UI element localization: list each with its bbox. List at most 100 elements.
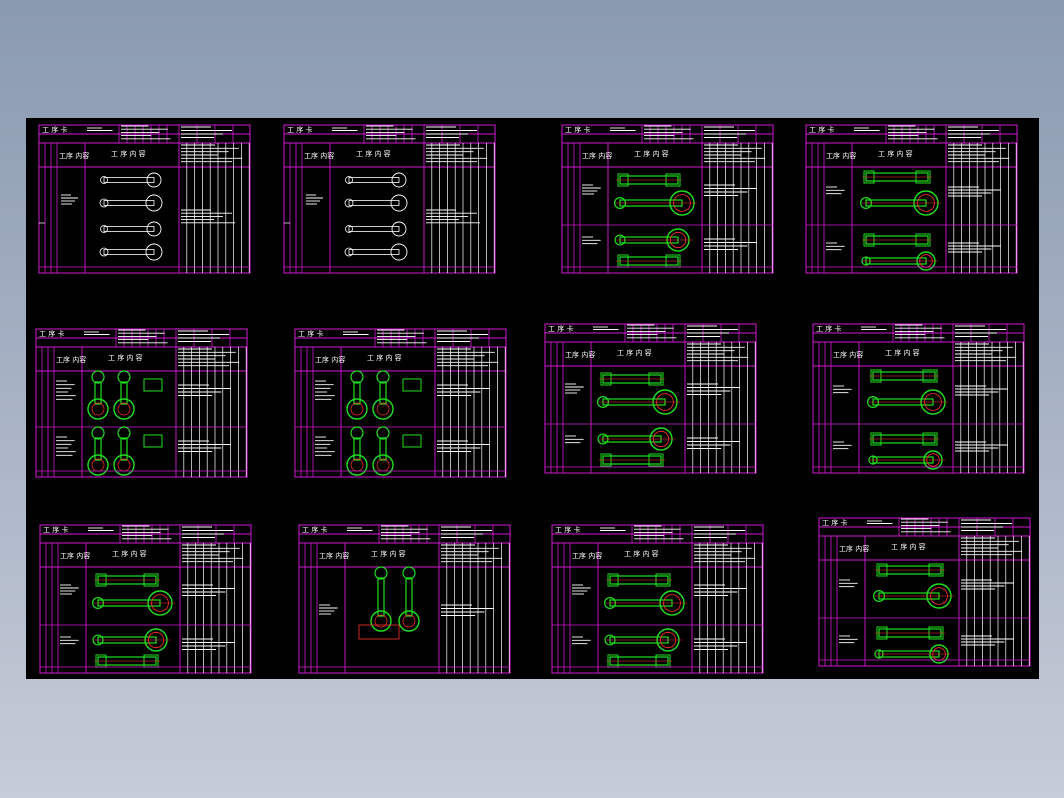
sheet-border — [283, 124, 496, 274]
sheet-header-text: 工 序 卡 — [287, 125, 312, 134]
column-header-process-no: 工序 内容 — [565, 350, 595, 359]
connecting-rod-vertical-view — [372, 370, 394, 420]
process-card-sheet-8: 工 序 卡工序 内容工 序 内 容 — [812, 323, 1025, 474]
process-card-sheet-6: 工 序 卡工序 内容 工 序 内 容 — [294, 328, 507, 478]
connecting-rod-side-view — [94, 654, 160, 668]
connecting-rod-side-view — [606, 573, 672, 587]
connecting-rod-vertical-view — [87, 426, 109, 476]
sheet-border — [551, 524, 764, 674]
connecting-rod-vertical-view — [398, 566, 420, 632]
process-card-sheet-3: 工 序 卡工序 内容 工 序 内 容 — [561, 124, 774, 274]
sheet-header-text: 工 序 卡 — [555, 525, 580, 534]
sheet-header-text: 工 序 卡 — [809, 125, 834, 134]
process-card-sheet-4: 工 序 卡工序 内容 工 序 内 容 — [805, 124, 1018, 274]
connecting-rod-drawing — [872, 583, 954, 609]
column-header-process-content: 工 序 内 容 — [624, 549, 659, 558]
connecting-rod-side-view — [869, 432, 939, 446]
rod-outline-white — [344, 194, 408, 212]
column-header-process-content: 工 序 内 容 — [356, 149, 391, 158]
connecting-rod-drawing — [603, 590, 687, 616]
connecting-rod-drawing — [92, 628, 170, 652]
column-header-process-content: 工 序 内 容 — [367, 353, 402, 362]
sheet-header-text: 工 序 卡 — [816, 324, 841, 333]
connecting-rod-drawing — [859, 190, 941, 216]
connecting-rod-side-view — [599, 372, 665, 386]
column-header-process-content: 工 序 内 容 — [634, 149, 669, 158]
connecting-rod-drawing — [866, 389, 948, 415]
sheet-header-text: 工 序 卡 — [298, 329, 323, 338]
connecting-rod-vertical-view — [346, 426, 368, 476]
connecting-rod-side-view — [616, 173, 682, 187]
column-header-process-content: 工 序 内 容 — [891, 542, 926, 551]
sheet-border — [812, 323, 1025, 474]
connecting-rod-drawing — [614, 228, 692, 252]
column-header-process-no: 工序 内容 — [60, 551, 90, 560]
sheet-header-text: 工 序 卡 — [302, 525, 327, 534]
rod-outline-white — [344, 243, 408, 261]
process-card-sheet-2: 工 序 卡工序 内容 工 序 内 容 — [283, 124, 496, 274]
column-header-process-content: 工 序 内 容 — [108, 353, 143, 362]
connecting-rod-vertical-view — [346, 370, 368, 420]
column-header-process-no: 工序 内容 — [56, 355, 86, 364]
rod-outline-white — [99, 194, 163, 212]
connecting-rod-vertical-view — [113, 370, 135, 420]
connecting-rod-drawing — [874, 644, 951, 664]
rod-outline-white — [100, 221, 162, 237]
connecting-rod-vertical-view — [87, 370, 109, 420]
connecting-rod-side-view — [862, 170, 932, 184]
connecting-rod-side-view — [94, 573, 160, 587]
column-header-process-content: 工 序 内 容 — [878, 149, 913, 158]
sheet-border — [35, 328, 248, 478]
cad-drawing-viewport[interactable]: 工 序 卡工序 内容工 序 内 容 工 序 卡工序 内容工 序 内 容 工 序 … — [26, 118, 1039, 679]
rod-outline-white — [345, 172, 407, 188]
sheet-header-text: 工 序 卡 — [39, 329, 64, 338]
connecting-rod-side-view — [606, 654, 672, 668]
sheet-header-text: 工 序 卡 — [43, 525, 68, 534]
process-card-sheet-12: 工 序 卡工序 内容 工 序 内 容 — [818, 517, 1031, 667]
column-header-process-no: 工序 内容 — [315, 355, 345, 364]
process-card-sheet-1: 工 序 卡工序 内容工 序 内 容 — [38, 124, 251, 274]
column-header-process-no: 工序 内容 — [839, 544, 869, 553]
sheet-header-text: 工 序 卡 — [565, 125, 590, 134]
sheet-border — [294, 328, 507, 478]
connecting-rod-side-view — [862, 233, 932, 247]
sheet-border — [544, 323, 757, 474]
column-header-process-no: 工序 内容 — [319, 551, 349, 560]
column-header-process-content: 工 序 内 容 — [112, 549, 147, 558]
connecting-rod-side-view — [875, 626, 945, 640]
sheet-border — [38, 124, 251, 274]
connecting-rod-drawing — [861, 251, 938, 271]
rod-outline-white — [99, 243, 163, 261]
column-header-process-no: 工序 内容 — [826, 151, 856, 160]
connecting-rod-vertical-view — [370, 566, 392, 632]
sheet-border — [561, 124, 774, 274]
process-card-sheet-10: 工 序 卡工序 内容 工 序 内 容 — [298, 524, 511, 674]
sheet-header-text: 工 序 卡 — [548, 324, 573, 333]
process-card-sheet-7: 工 序 卡工序 内容 工 序 内 容 — [544, 323, 757, 474]
rod-outline-white — [100, 172, 162, 188]
connecting-rod-side-view — [616, 254, 682, 268]
process-card-sheet-9: 工 序 卡工序 内容 工 序 内 容 — [39, 524, 252, 674]
connecting-rod-drawing — [868, 450, 945, 470]
column-header-process-no: 工序 内容 — [582, 151, 612, 160]
connecting-rod-vertical-view — [113, 426, 135, 476]
column-header-process-no: 工序 内容 — [304, 151, 334, 160]
connecting-rod-side-view — [869, 369, 939, 383]
column-header-process-content: 工 序 内 容 — [111, 149, 146, 158]
process-card-sheet-5: 工 序 卡工序 内容 工 序 内 容 — [35, 328, 248, 478]
column-header-process-no: 工序 内容 — [572, 551, 602, 560]
column-header-process-no: 工序 内容 — [59, 151, 89, 160]
sheet-border — [818, 517, 1031, 667]
sheet-header-text: 工 序 卡 — [822, 518, 847, 527]
column-header-process-content: 工 序 内 容 — [617, 348, 652, 357]
column-header-process-content: 工 序 内 容 — [371, 549, 406, 558]
connecting-rod-drawing — [604, 628, 682, 652]
column-header-process-content: 工 序 内 容 — [885, 348, 920, 357]
connecting-rod-drawing — [597, 427, 675, 451]
sheet-border — [39, 524, 252, 674]
connecting-rod-drawing — [596, 389, 680, 415]
connecting-rod-side-view — [599, 453, 665, 467]
sheet-border — [805, 124, 1018, 274]
connecting-rod-drawing — [613, 190, 697, 216]
process-card-sheet-11: 工 序 卡工序 内容 工 序 内 容 — [551, 524, 764, 674]
